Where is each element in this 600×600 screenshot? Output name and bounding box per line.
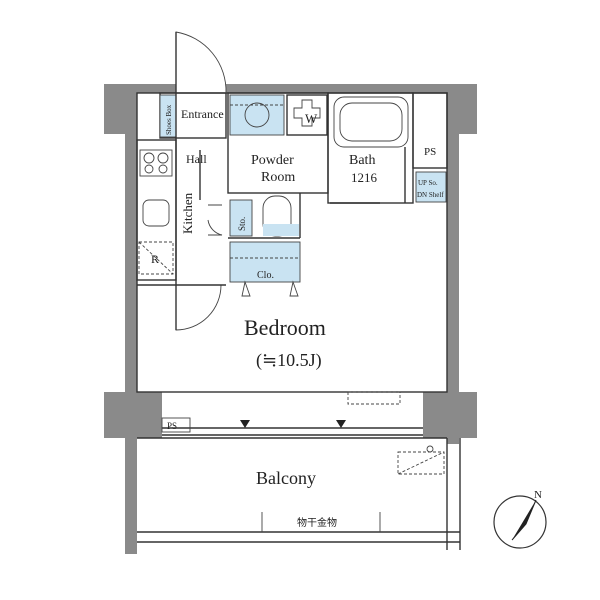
shelf-fill — [416, 172, 446, 202]
balcony-wall-left — [125, 438, 137, 550]
wash-basin-fill — [230, 95, 284, 135]
closet-box — [229, 241, 301, 283]
kitchen-sink — [142, 199, 170, 227]
refrigerator-diag — [138, 241, 174, 275]
storage-box — [229, 199, 253, 237]
label-closet: Clo. — [257, 270, 274, 281]
label-kitchen: Kitchen — [180, 192, 195, 234]
wall-top — [104, 84, 477, 93]
bathtub-inner — [339, 102, 403, 142]
entrance-gap — [176, 84, 226, 93]
storage-door — [207, 204, 223, 236]
burner-3 — [144, 164, 154, 174]
pillar-bottom-left — [104, 392, 162, 438]
label-up-so: UP So. — [418, 179, 438, 187]
door-marker-right — [336, 420, 346, 428]
storage-fill — [230, 200, 252, 236]
door-marker-left — [240, 420, 250, 428]
label-refrigerator: R — [151, 252, 159, 266]
label-bedroom: Bedroom — [244, 315, 326, 340]
bedroom-door-swing — [175, 284, 222, 331]
label-powder-2: Room — [261, 170, 295, 185]
outdoor-ac-diag — [397, 451, 445, 475]
ac-unit — [347, 391, 401, 405]
refrigerator-space — [138, 241, 174, 275]
outdoor-ac — [397, 451, 445, 475]
kitchen-area — [136, 139, 177, 281]
label-hall: Hall — [186, 152, 207, 166]
interior-lines — [136, 31, 461, 550]
label-bath-1: Bath — [349, 153, 375, 168]
wash-basin-counter — [229, 94, 285, 136]
label-washer: W — [305, 111, 318, 126]
compass-circle — [493, 495, 547, 549]
closet-fill — [230, 242, 300, 282]
label-drying-rack: 物干金物 — [297, 516, 337, 529]
label-dn-shelf: DN Shelf — [417, 191, 444, 199]
outdoor-ac-vent — [426, 445, 434, 453]
compass-needle-outline — [511, 499, 537, 541]
label-bedroom-size: (≒10.5J) — [256, 350, 322, 371]
burner-2 — [157, 152, 169, 164]
ps-top-box — [412, 92, 448, 169]
washer-drain — [293, 99, 321, 127]
label-ps-top: PS — [424, 146, 436, 158]
walls — [104, 84, 477, 554]
wash-basin-bowl — [244, 102, 270, 128]
toilet-fill — [263, 224, 299, 236]
label-shoes-box: Shoes Box — [165, 104, 173, 135]
bathtub — [333, 96, 409, 148]
ps-bottom-box — [161, 417, 191, 433]
compass: N — [493, 489, 547, 549]
washer-space — [286, 94, 328, 136]
shoes-box-fill — [160, 95, 176, 137]
entrance-door-swing — [175, 31, 227, 94]
labels: Entrance Shoes Box Hall Kitchen Powder R… — [151, 104, 444, 529]
closet-door-marks — [241, 280, 299, 297]
pillar-bottom-right — [423, 392, 477, 438]
wall-right — [447, 84, 459, 444]
label-ps-bottom: PS — [167, 421, 177, 431]
burner-1 — [143, 152, 155, 164]
stove — [139, 149, 173, 177]
burner-4 — [158, 164, 168, 174]
label-balcony: Balcony — [256, 468, 316, 488]
compass-label: N — [534, 489, 542, 501]
label-storage: Sto. — [237, 217, 247, 231]
compass-needle-icon — [512, 500, 536, 540]
shelf-box — [415, 171, 447, 203]
label-bath-2: 1216 — [351, 170, 378, 185]
label-entrance: Entrance — [181, 107, 224, 121]
label-powder-1: Powder — [251, 153, 294, 168]
